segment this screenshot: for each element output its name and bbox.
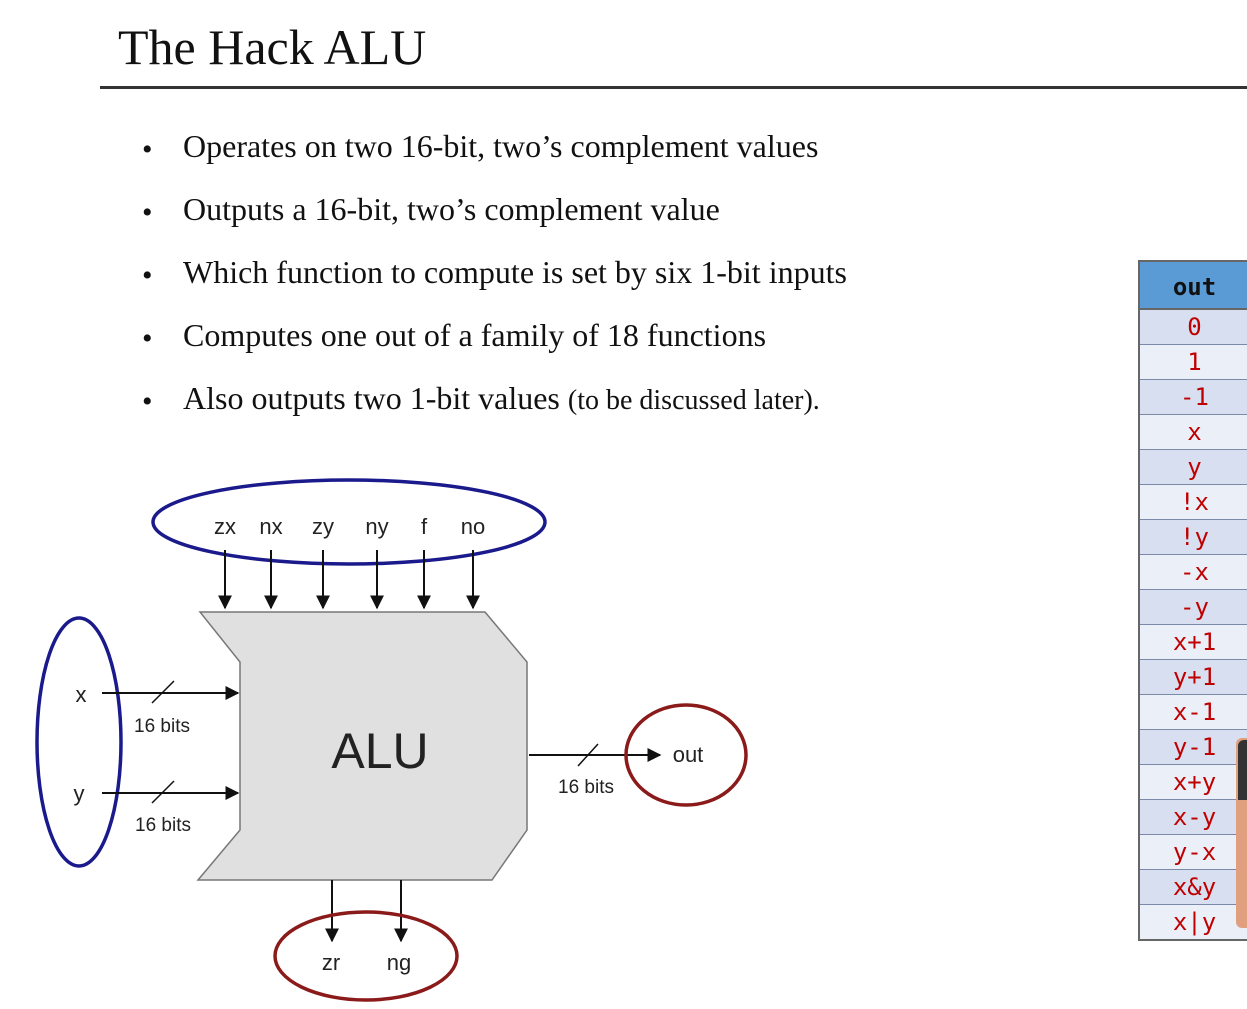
input-y-label: y: [74, 781, 85, 806]
input-x-width-label: 16 bits: [134, 716, 190, 737]
table-row: x+1: [1140, 625, 1247, 660]
table-row: 1: [1140, 345, 1247, 380]
alu-chip-body: [196, 611, 528, 881]
bullet-note: (to be discussed later).: [567, 385, 820, 416]
status-outputs-ellipse: [273, 910, 459, 1002]
bullet-text: Computes one out of a family of 18 funct…: [183, 317, 767, 353]
bus-slash-icon: [577, 743, 599, 767]
output-label: out: [673, 742, 704, 767]
bullet-dot-icon: •: [142, 196, 153, 229]
table-row: !x: [1140, 485, 1247, 520]
table-row: y+1: [1140, 660, 1247, 695]
control-inputs-ellipse: [151, 478, 547, 566]
table-row: 0: [1140, 310, 1247, 345]
data-inputs-ellipse: [35, 616, 123, 868]
table-row: !y: [1140, 520, 1247, 555]
title-divider: [100, 86, 1247, 89]
bullet-item: • Also outputs two 1-bit values (to be di…: [140, 374, 847, 437]
table-row: x|y: [1140, 905, 1247, 939]
table-row: -y: [1140, 590, 1247, 625]
bullet-dot-icon: •: [142, 322, 153, 355]
bullet-item: • Computes one out of a family of 18 func…: [140, 311, 847, 374]
table-row: x-y: [1140, 800, 1247, 835]
table-header: out: [1140, 262, 1247, 310]
table-row: -x: [1140, 555, 1247, 590]
table-row: y-1: [1140, 730, 1247, 765]
control-input-label: ny: [365, 514, 388, 539]
bullet-text: Outputs a 16-bit, two’s complement value: [183, 191, 720, 227]
table-row: x-1: [1140, 695, 1247, 730]
alu-diagram: ALU zx nx zy ny f no x y 16 bits 16 bits…: [35, 478, 748, 1002]
output-ellipse: [624, 703, 748, 807]
table-row: x: [1140, 415, 1247, 450]
table-row: -1: [1140, 380, 1247, 415]
presenter-video-edge: [1236, 738, 1247, 928]
control-input-label: zx: [214, 514, 236, 539]
control-input-label: f: [421, 514, 428, 539]
output-width-label: 16 bits: [558, 777, 614, 798]
presenter-shirt: [1238, 740, 1247, 800]
bullet-text: Which function to compute is set by six …: [183, 254, 847, 290]
input-y-width-label: 16 bits: [135, 815, 191, 836]
table-row: x+y: [1140, 765, 1247, 800]
status-output-zr-label: zr: [322, 950, 340, 975]
bullet-dot-icon: •: [142, 259, 153, 292]
bullet-dot-icon: •: [142, 133, 153, 166]
bus-slash-icon: [151, 680, 175, 704]
table-row: x&y: [1140, 870, 1247, 905]
table-row: y-x: [1140, 835, 1247, 870]
bullet-list: • Operates on two 16-bit, two’s complemen…: [140, 122, 847, 437]
bus-slash-icon: [151, 780, 175, 804]
bullet-text: Also outputs two 1-bit values: [183, 380, 568, 416]
bullet-item: • Outputs a 16-bit, two’s complement valu…: [140, 185, 847, 248]
chip-label: ALU: [331, 723, 428, 779]
slide-title: The Hack ALU: [118, 19, 427, 75]
bullet-text: Operates on two 16-bit, two’s complement…: [183, 128, 819, 164]
control-inputs: zx nx zy ny f no: [214, 514, 485, 610]
table-row: y: [1140, 450, 1247, 485]
control-input-label: zy: [312, 514, 334, 539]
control-input-label: nx: [259, 514, 282, 539]
input-x-label: x: [76, 682, 87, 707]
status-output-ng-label: ng: [387, 950, 411, 975]
bullet-item: • Operates on two 16-bit, two’s complemen…: [140, 122, 847, 185]
bullet-item: • Which function to compute is set by six…: [140, 248, 847, 311]
control-input-label: no: [461, 514, 485, 539]
bullet-dot-icon: •: [142, 385, 153, 418]
